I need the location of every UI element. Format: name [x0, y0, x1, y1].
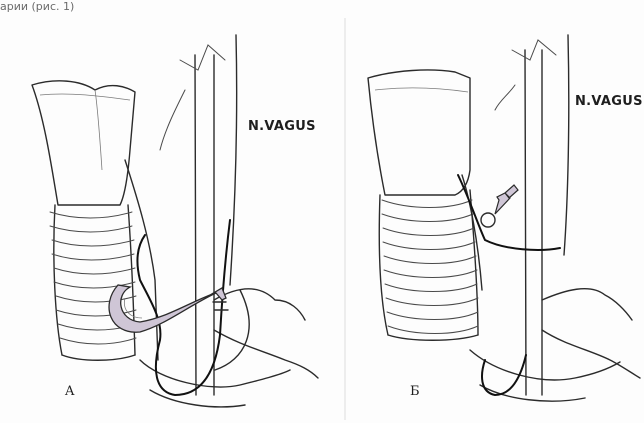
carotid-artery [230, 35, 237, 285]
carotid-artery [564, 35, 569, 255]
panel-b-nerve-label: N.VAGUS [575, 94, 643, 109]
trachea [379, 190, 478, 340]
subclavian-vessels [214, 289, 318, 378]
superior-laryngeal-nerve [160, 90, 185, 150]
anastomosis-arrow [495, 185, 518, 214]
thyroid-cartilage [368, 70, 470, 195]
subclavian-vessels [542, 289, 640, 378]
panel-a: N.VAGUS A [32, 35, 318, 407]
panel-a-nerve-label: N.VAGUS [248, 119, 316, 134]
trachea [50, 205, 136, 360]
superior-laryngeal-nerve [495, 85, 515, 110]
anastomosis-site [481, 213, 495, 227]
vagus-nerve [512, 40, 556, 395]
panel-a-label: A [64, 384, 75, 399]
aortic-arch [140, 360, 290, 407]
panel-b: N.VAGUS Б [368, 35, 643, 401]
thyroid-cartilage [32, 81, 135, 205]
relocation-arrow [109, 285, 226, 332]
header-fragment: арии (рис. 1) [0, 0, 74, 13]
panel-b-label: Б [410, 384, 420, 399]
